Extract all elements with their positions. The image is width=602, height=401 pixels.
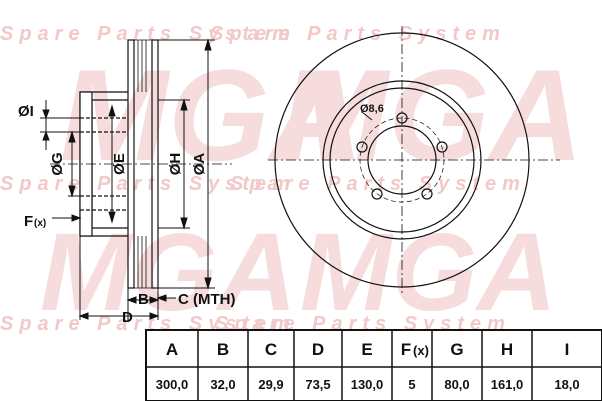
hole-leader — [361, 111, 373, 121]
bolt-hole — [371, 188, 383, 200]
table-value-a: 300,0 — [156, 377, 189, 392]
watermark-tagline-2: Spare Parts System — [210, 23, 506, 45]
table-header-c: C — [265, 340, 277, 359]
table-header-e: E — [361, 340, 372, 359]
side-view — [50, 39, 232, 289]
table-value-h: 161,0 — [491, 377, 524, 392]
bolt-hole — [356, 141, 368, 153]
label-dim-f-sub: (x) — [34, 218, 46, 229]
watermark-tagline-1: Spare Parts System — [0, 23, 296, 45]
bolt-hole — [421, 188, 433, 200]
watermark-brand-4: MGA — [300, 211, 557, 334]
label-dim-g: ØG — [49, 152, 66, 175]
table-value-c: 29,9 — [258, 377, 283, 392]
front-view — [268, 26, 560, 294]
table-header-f-sub: (x) — [413, 343, 429, 358]
label-dim-d: D — [122, 309, 133, 326]
label-dim-f: F — [24, 213, 33, 230]
label-dim-b: B — [138, 291, 149, 308]
label-dim-h: ØH — [167, 153, 184, 176]
watermark-brand-3: MGA — [40, 211, 297, 334]
table-value-e: 130,0 — [351, 377, 384, 392]
table-header-i: I — [565, 340, 570, 359]
table-value-d: 73,5 — [305, 377, 330, 392]
label-hole-dia: Ø8,6 — [360, 103, 384, 115]
spec-table: A 300,0 B 32,0 C 29,9 D 73,5 E 130,0 F(x) 5 G 80,0 H 16… — [145, 329, 602, 401]
table-cells: A 300,0 B 32,0 C 29,9 D 73,5 E 130,0 F(x) 5 G 80,0 H 16… — [156, 330, 580, 401]
label-dim-a: ØA — [191, 153, 208, 176]
label-dim-e: ØE — [111, 153, 128, 175]
side-labels: ØI ØG ØE ØH ØA F (x) B C (MTH) D — [18, 103, 235, 326]
table-header-a: A — [166, 340, 178, 359]
table-header-g: G — [450, 340, 463, 359]
table-value-b: 32,0 — [210, 377, 235, 392]
table-header-d: D — [312, 340, 324, 359]
vent-vanes — [134, 39, 152, 289]
table-value-f: 5 — [408, 377, 415, 392]
watermark-tagline-4: Spare Parts System — [230, 173, 526, 195]
table-frame — [145, 329, 602, 401]
label-dim-c: C (MTH) — [178, 291, 235, 308]
table-header-b: B — [217, 340, 229, 359]
table-header-f: F — [401, 340, 411, 359]
bolt-hole — [436, 141, 448, 153]
label-dim-i: ØI — [18, 103, 34, 120]
table-header-h: H — [501, 340, 513, 359]
side-dimensions — [40, 38, 215, 320]
table-value-i: 18,0 — [554, 377, 579, 392]
watermark-brand-2: MGA — [280, 42, 583, 188]
table-value-g: 80,0 — [444, 377, 469, 392]
